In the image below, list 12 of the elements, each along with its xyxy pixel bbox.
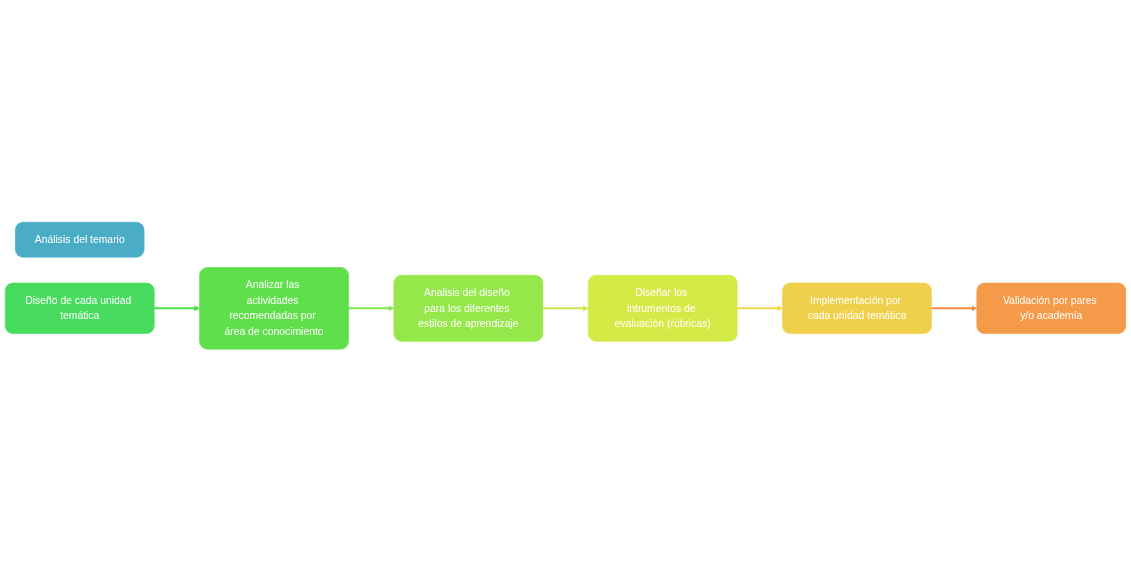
node-box: Analisis del diseño para los diferentes estilos de aprendizaje <box>393 274 544 342</box>
node-box: Diseño de cada unidad temática <box>4 282 155 334</box>
node-box: Análisis del temario <box>15 221 145 258</box>
arrow <box>153 305 200 311</box>
node-box: Implementación por cada unidad temática <box>782 282 932 334</box>
node-box: Diseñar los intrumentos de evaluación (rúbricas) <box>587 274 738 342</box>
arrow <box>930 305 978 311</box>
node-box: Validación por pares y/o academía <box>976 282 1127 334</box>
arrow <box>736 305 783 311</box>
node-box: Analizar las actividades recomendadas por área de conocimiento <box>199 267 349 350</box>
arrow <box>541 305 589 311</box>
arrow <box>347 305 395 311</box>
